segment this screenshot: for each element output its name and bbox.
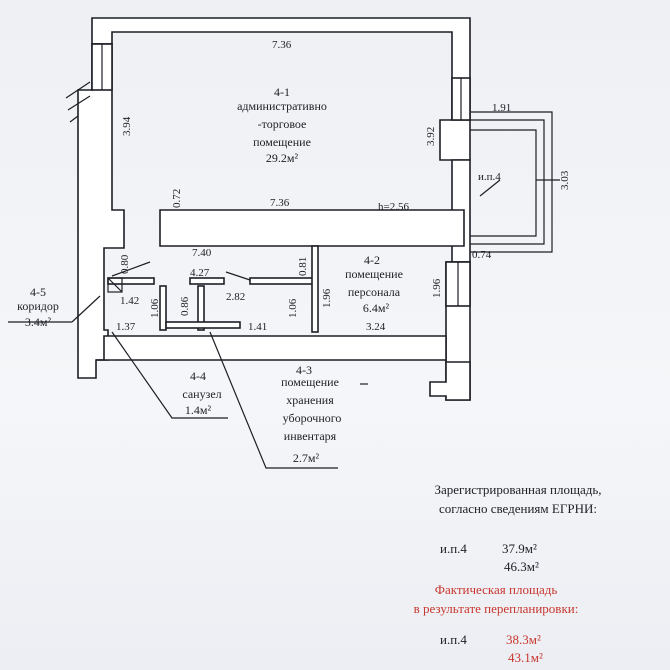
leader-lines — [8, 179, 560, 469]
dim-bath-height: 1.06 — [149, 298, 161, 318]
actual-value-1: 38.3м² — [506, 632, 541, 647]
room-43-num: 4-3 — [296, 363, 312, 377]
dim-corridor-height: 1.42 — [120, 295, 139, 307]
actual-title-2: в результате перепланировки: — [414, 601, 579, 616]
stair-hatch — [65, 81, 91, 123]
registered-value-2: 46.3м² — [504, 559, 539, 574]
dim-left-height: 3.94 — [121, 116, 133, 136]
dim-storage-height: 1.06 — [287, 298, 299, 318]
partition-corridor-top — [107, 277, 155, 285]
dimension-labels: 7.36 3.94 3.92 1.91 3.03 и.п.4 7.36 h=2.… — [116, 39, 571, 333]
dim-wall-small: 0.74 — [472, 249, 492, 261]
bottom-wall — [96, 335, 471, 401]
actual-value-2: 43.1м² — [508, 650, 543, 665]
outer-walls — [65, 17, 553, 401]
actual-label: и.п.4 — [440, 632, 467, 647]
room-42-line2: персонала — [348, 285, 401, 299]
partition-room42-left — [311, 245, 319, 333]
room-41-line3: помещение — [253, 135, 311, 149]
dim-corridor-inner: 4.27 — [190, 267, 210, 279]
room-45-num: 4-5 — [30, 285, 46, 299]
door-box-diag — [107, 277, 123, 293]
room-43-label: 4-3 помещение хранения уборочного инвент… — [281, 363, 341, 465]
door-swing-mid — [225, 271, 251, 281]
room-42-label: 4-2 помещение персонала 6.4м² — [345, 253, 403, 315]
room-41-line2: -торговое — [258, 117, 307, 131]
room-45-line1: коридор — [17, 299, 59, 313]
registered-title-2: согласно сведениям ЕГРНИ: — [439, 501, 597, 516]
leader-bath — [111, 331, 228, 419]
registered-values: и.п.4 37.9м² 46.3м² — [440, 541, 539, 574]
room-44-line1: санузел — [182, 387, 221, 401]
registered-value-1: 37.9м² — [502, 541, 537, 556]
room-43-line2: хранения — [286, 393, 334, 407]
interior-partitions — [107, 245, 319, 333]
porch-outline-inner2 — [470, 129, 537, 237]
room-44-label: 4-4 санузел 1.4м² — [182, 369, 221, 417]
registered-title-1: Зарегистрированная площадь, — [434, 482, 601, 497]
room-44-num: 4-4 — [190, 369, 206, 383]
registered-area-block: Зарегистрированная площадь, согласно све… — [434, 482, 601, 516]
dim-top-width: 7.36 — [272, 39, 292, 51]
dim-mid-wall: 7.36 — [270, 197, 290, 209]
leader-corridor — [71, 295, 101, 323]
room-43-line1: помещение — [281, 375, 339, 389]
partition-bottom — [165, 321, 241, 329]
room-42-area: 6.4м² — [363, 301, 390, 315]
room-43-area: 2.7м² — [293, 451, 320, 465]
middle-wall — [159, 209, 465, 247]
dim-bath-width: 1.37 — [116, 321, 136, 333]
dim-ceiling-height: h=2.56 — [378, 201, 409, 213]
partition-mid-a — [189, 277, 225, 285]
dim-right-height: 3.92 — [425, 127, 437, 146]
dim-storage-depth: 1.41 — [248, 321, 267, 333]
dim-bath-door: 0.86 — [179, 296, 191, 316]
room-43-line4: инвентаря — [284, 429, 337, 443]
dim-porch-width: 1.91 — [492, 102, 511, 114]
room-42-num: 4-2 — [364, 253, 380, 267]
porch-label: и.п.4 — [478, 171, 501, 183]
room-44-area: 1.4м² — [185, 403, 212, 417]
left-wall — [77, 43, 125, 379]
room-41-line1: административно — [237, 99, 327, 113]
partition-bath-left — [159, 285, 167, 331]
door-swing-corridor — [111, 261, 151, 277]
right-wall-pilaster — [439, 119, 471, 161]
partition-bath-right — [197, 285, 205, 331]
room-41-area: 29.2м² — [266, 151, 299, 165]
dim-wall-thickness: 0.72 — [171, 189, 183, 208]
dim-door-small: 0.80 — [119, 254, 131, 274]
dim-room42-height-l: 1.96 — [321, 288, 333, 308]
door-box — [107, 277, 123, 293]
leader-storage — [209, 331, 338, 469]
room-43-line3: уборочного — [283, 411, 342, 425]
dim-room42-width: 3.24 — [366, 321, 386, 333]
dim-room42-height-r: 1.96 — [431, 278, 443, 298]
porch-outline-outer — [470, 111, 553, 253]
room-41-label: 4-1 административно -торговое помещение … — [237, 85, 327, 165]
actual-values: и.п.4 38.3м² 43.1м² — [440, 632, 543, 665]
dim-storage-width: 2.82 — [226, 291, 245, 303]
room-45-label: 4-5 коридор 3.4м² — [17, 285, 59, 329]
dim-corridor-width: 7.40 — [192, 247, 212, 259]
actual-title-1: Фактическая площадь — [435, 582, 558, 597]
leader-porch — [479, 179, 501, 197]
registered-label: и.п.4 — [440, 541, 467, 556]
room-45-area: 3.4м² — [25, 315, 52, 329]
porch-outline-inner — [470, 119, 545, 245]
partition-mid-b — [249, 277, 317, 285]
room-41-num: 4-1 — [274, 85, 290, 99]
actual-area-block: Фактическая площадь в результате перепла… — [414, 582, 579, 616]
dim-porch-depth: 3.03 — [559, 170, 571, 190]
dim-room42-door: 0.81 — [297, 257, 309, 276]
room-42-line1: помещение — [345, 267, 403, 281]
